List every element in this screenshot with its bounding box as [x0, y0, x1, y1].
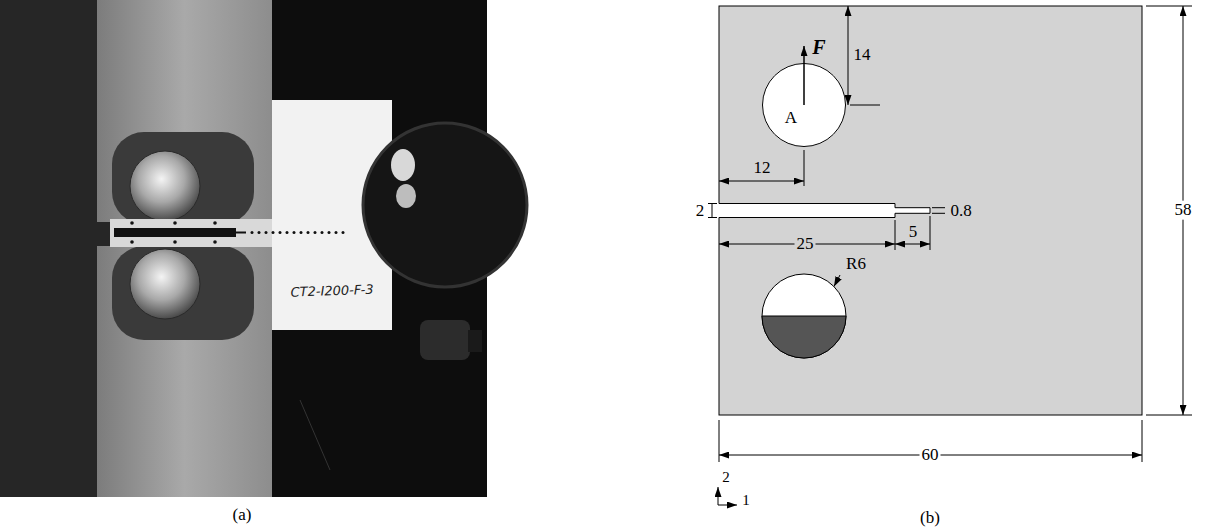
dimension-value-holder: 60 [920, 446, 941, 465]
subfigure-label: (a) [231, 506, 254, 525]
dimension-value: 58 [1173, 201, 1194, 220]
dimension-line [712, 204, 713, 218]
extension-line [1142, 420, 1143, 462]
specimen-strip [110, 219, 272, 247]
specimen-drawing [708, 6, 1192, 505]
dimension-value-holder: 58 [1173, 201, 1194, 220]
dimension-value-holder: 12 [752, 159, 773, 178]
notch [718, 204, 895, 218]
dimension-value-holder: 0.8 [948, 201, 973, 220]
dimension-line [848, 6, 849, 105]
dimension-line [719, 181, 804, 182]
dimension-value-holder: 5 [907, 223, 920, 242]
grip-pocket [112, 246, 254, 340]
light-reflection [391, 149, 415, 181]
dimension-value: 60 [920, 446, 941, 465]
extension-line [930, 216, 931, 250]
test-photo [0, 0, 527, 497]
pin-contact [762, 316, 846, 358]
specimen-plate [719, 6, 1142, 415]
radius-label: R6 [844, 255, 868, 274]
bolt-head [130, 249, 200, 319]
dimension-value: 5 [907, 223, 920, 242]
marker-dots [130, 221, 344, 244]
dimension-value: 25 [795, 235, 816, 254]
dimension-value-holder: 2 [694, 201, 707, 220]
crack-tip [236, 232, 246, 234]
camera-part [420, 320, 470, 360]
force-arrow [803, 46, 805, 105]
pin-hole [762, 274, 846, 358]
dimension-value: 12 [752, 159, 773, 178]
extension-line [1146, 415, 1192, 416]
dimension-value-holder: 14 [852, 46, 873, 65]
extension-line [895, 220, 896, 250]
dimension-value: 0.8 [948, 201, 973, 220]
extension-line [1146, 6, 1192, 7]
lower-grip [97, 246, 272, 497]
camera-body [363, 123, 527, 287]
axis-arrow [718, 505, 737, 506]
axis-label-holder: 1 [740, 491, 752, 509]
extension-line [850, 105, 880, 106]
slit [894, 208, 930, 214]
extension-line [804, 150, 805, 186]
radius-leader [834, 275, 840, 287]
point-label: A [785, 109, 797, 128]
axis-arrow [718, 487, 719, 505]
bolt-head [130, 151, 200, 221]
dimension-value-holder: 25 [795, 235, 816, 254]
specimen-tag: CT2-I200-F-3 [288, 283, 375, 300]
force-label-holder: F [810, 36, 827, 58]
notch-outline [719, 204, 930, 218]
axis-label: 1 [740, 492, 752, 509]
subfigure-label-holder: (b) [918, 509, 942, 528]
extension-line [932, 207, 945, 208]
cable [300, 400, 330, 470]
notch [114, 228, 236, 237]
dimension-line [895, 244, 930, 245]
radius-label-holder: R6 [844, 255, 868, 274]
load-hole: A [762, 63, 846, 147]
specimen-tag-holder: CT2-I200-F-3 [288, 280, 376, 301]
force-label: F [810, 36, 827, 58]
grip-pocket [112, 132, 254, 224]
axis-label: 2 [720, 469, 732, 486]
camera-part [468, 330, 482, 352]
light-reflection [396, 184, 416, 208]
dimension-value: 2 [694, 201, 707, 220]
circle-outline [762, 63, 846, 147]
hole-outline [763, 64, 846, 147]
dimension-value: 14 [852, 46, 873, 65]
extension-line [719, 420, 720, 462]
subfigure-label: (b) [918, 509, 942, 528]
extension-line [932, 213, 945, 214]
subfigure-label-holder: (a) [231, 506, 254, 525]
axis-label-holder: 2 [720, 468, 732, 486]
